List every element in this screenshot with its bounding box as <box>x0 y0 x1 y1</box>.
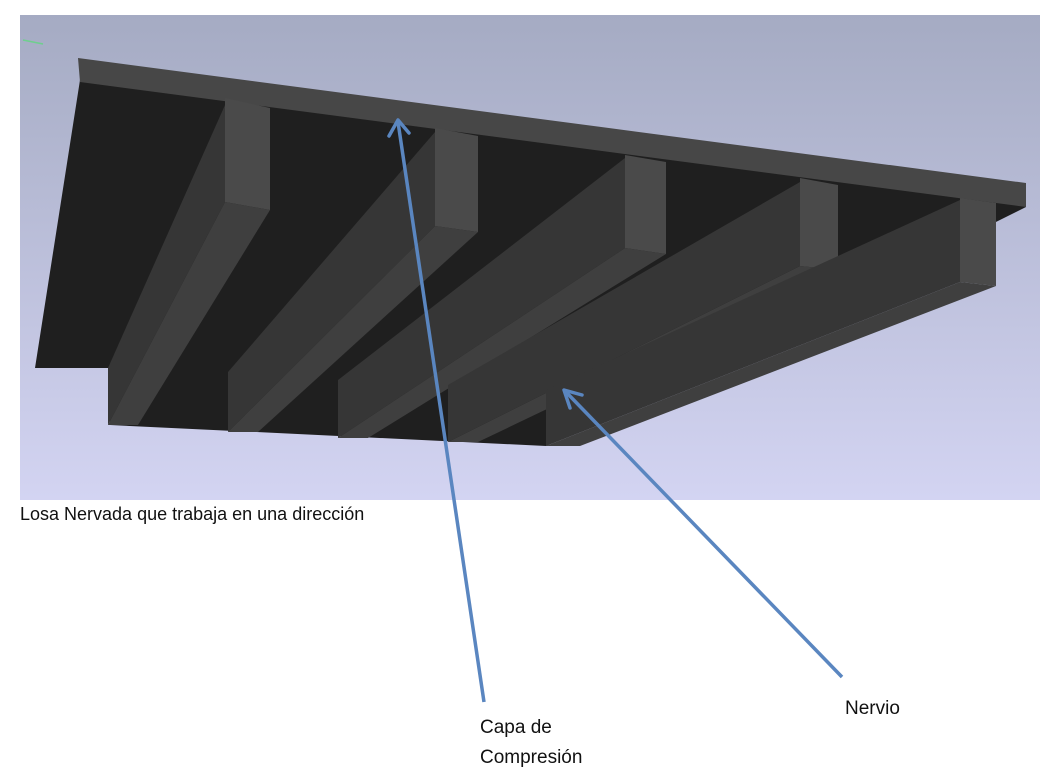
compression-layer-arrow <box>387 118 486 703</box>
figure-caption: Losa Nervada que trabaja en una direcció… <box>20 504 365 524</box>
rib-arrow <box>562 388 844 679</box>
axis-indicator <box>22 39 44 45</box>
rib-3 <box>338 155 666 438</box>
compression-layer-edge <box>78 58 1026 207</box>
rib-5 <box>546 198 996 446</box>
rib-1 <box>108 98 270 425</box>
rib-label: Nervio <box>845 698 900 719</box>
rib-2 <box>228 128 478 432</box>
compression-layer-label: Capa de Compresión <box>480 717 583 768</box>
